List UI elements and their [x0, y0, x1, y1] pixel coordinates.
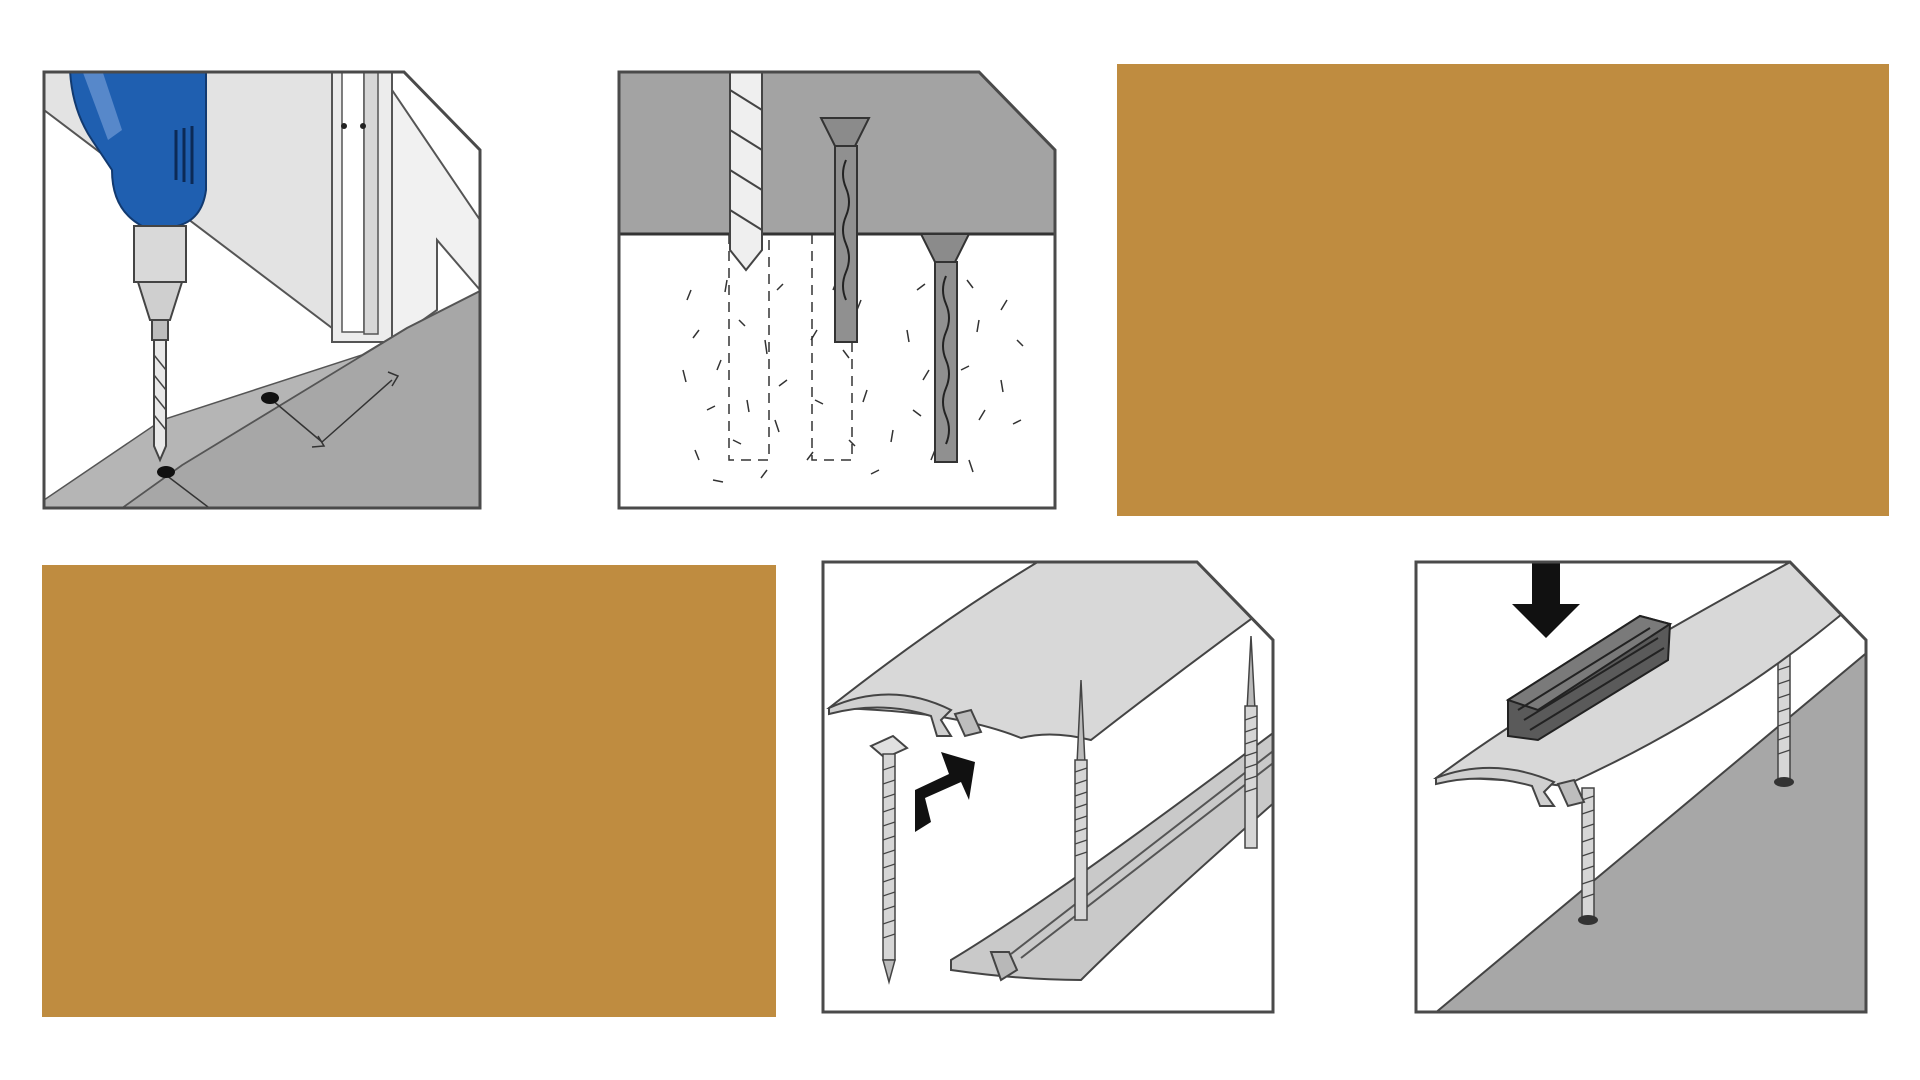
- wall-plug-icon: [919, 233, 971, 463]
- screw-icon: [1578, 787, 1598, 925]
- step-insert-anchors-panel: [617, 70, 1059, 510]
- power-drill-icon: [68, 72, 207, 463]
- wood-block-icon: [1505, 614, 1673, 742]
- press-down-arrow-icon: [1512, 562, 1580, 638]
- color-swatch-1: [1117, 64, 1889, 516]
- color-swatch-2: [42, 565, 776, 1017]
- drill-hole-icon: [157, 466, 175, 478]
- screw-icon: [1244, 635, 1258, 849]
- concrete-texture-icon: [682, 279, 1024, 483]
- step-drill-holes-panel: [42, 70, 484, 510]
- base-rail-icon: [950, 727, 1273, 982]
- screw-icon: [1074, 679, 1088, 921]
- dimension-arrow-icon: [161, 371, 400, 508]
- step-press-profile-panel: [1414, 560, 1870, 1014]
- door-frame-icon: [331, 72, 480, 344]
- floor-surface-icon: [1431, 647, 1866, 1012]
- wall-plug-icon: [819, 117, 871, 343]
- step-attach-profile-panel: [821, 560, 1277, 1014]
- step-insert-anchors-illustration: [617, 70, 1057, 510]
- screw-icon: [869, 734, 909, 985]
- drill-hole-icon: [261, 392, 279, 404]
- drill-bit-icon: [729, 72, 763, 272]
- direction-arrow-icon: [915, 752, 975, 832]
- step-attach-profile-illustration: [821, 560, 1275, 1014]
- step-drill-holes-illustration: [42, 70, 482, 510]
- threshold-profile-icon: [826, 562, 1273, 742]
- step-press-profile-illustration: [1414, 560, 1868, 1014]
